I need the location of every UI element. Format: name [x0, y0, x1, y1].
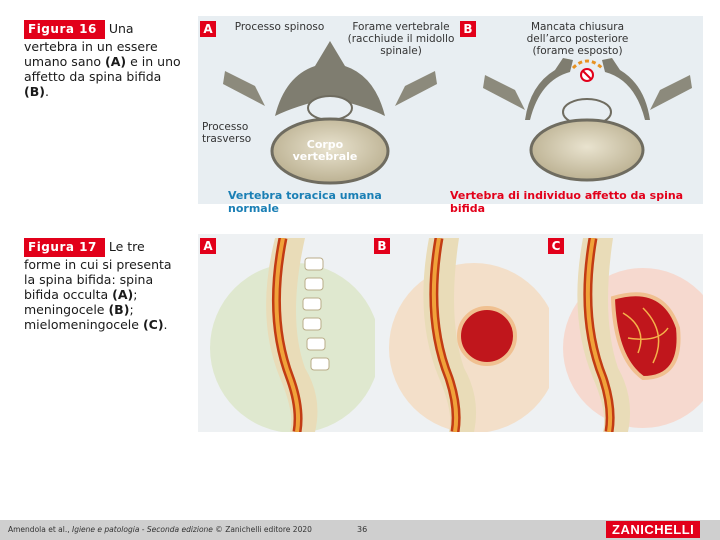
label-failed-closure: Mancata chiusura dell’arco posteriore (f…	[515, 21, 640, 57]
label-vertebral-body: Corpo vertebrale	[285, 139, 365, 163]
subcaption-spina-bifida: Vertebra di individuo affetto da spina b…	[450, 189, 705, 215]
spina-bifida-occulta-illustration	[205, 238, 375, 432]
figure-16-caption: Figura 16 Una vertebra in un essere uman…	[24, 20, 184, 99]
label-vertebral-foramen: Forame vertebrale (racchiude il midollo …	[346, 21, 456, 57]
label-transverse-process: Processo trasverso	[202, 121, 254, 145]
caption-ref: (B)	[108, 302, 129, 317]
figure-17-label: Figura 17	[24, 238, 105, 257]
myelomeningocele-illustration	[553, 238, 703, 432]
caption-text: .	[45, 84, 49, 99]
citation-title: Igiene e patologia - Seconda edizione	[72, 525, 213, 534]
caption-ref: (A)	[105, 54, 126, 69]
caption-ref: (C)	[143, 317, 164, 332]
subcaption-normal: Vertebra toracica umana normale	[228, 189, 428, 215]
caption-ref: (A)	[112, 287, 133, 302]
page-number: 36	[357, 525, 367, 534]
meningocele-illustration	[379, 238, 549, 432]
label-spinous-process: Processo spinoso	[232, 21, 327, 33]
panel-a-letter: A	[200, 21, 216, 37]
figure-16-label: Figura 16	[24, 20, 105, 39]
publisher-logo: ZANICHELLI	[606, 521, 700, 538]
caption-ref: (B)	[24, 84, 45, 99]
citation-publisher: © Zanichelli editore 2020	[213, 525, 312, 534]
spina-bifida-vertebra-illustration	[475, 50, 700, 185]
figure-17-caption: Figura 17 Le tre forme in cui si present…	[24, 238, 184, 332]
normal-vertebra-illustration	[215, 36, 445, 186]
citation-authors: Amendola et al.,	[8, 525, 72, 534]
caption-text: .	[164, 317, 168, 332]
footer-citation: Amendola et al., Igiene e patologia - Se…	[8, 525, 328, 534]
panel-b-letter: B	[460, 21, 476, 37]
